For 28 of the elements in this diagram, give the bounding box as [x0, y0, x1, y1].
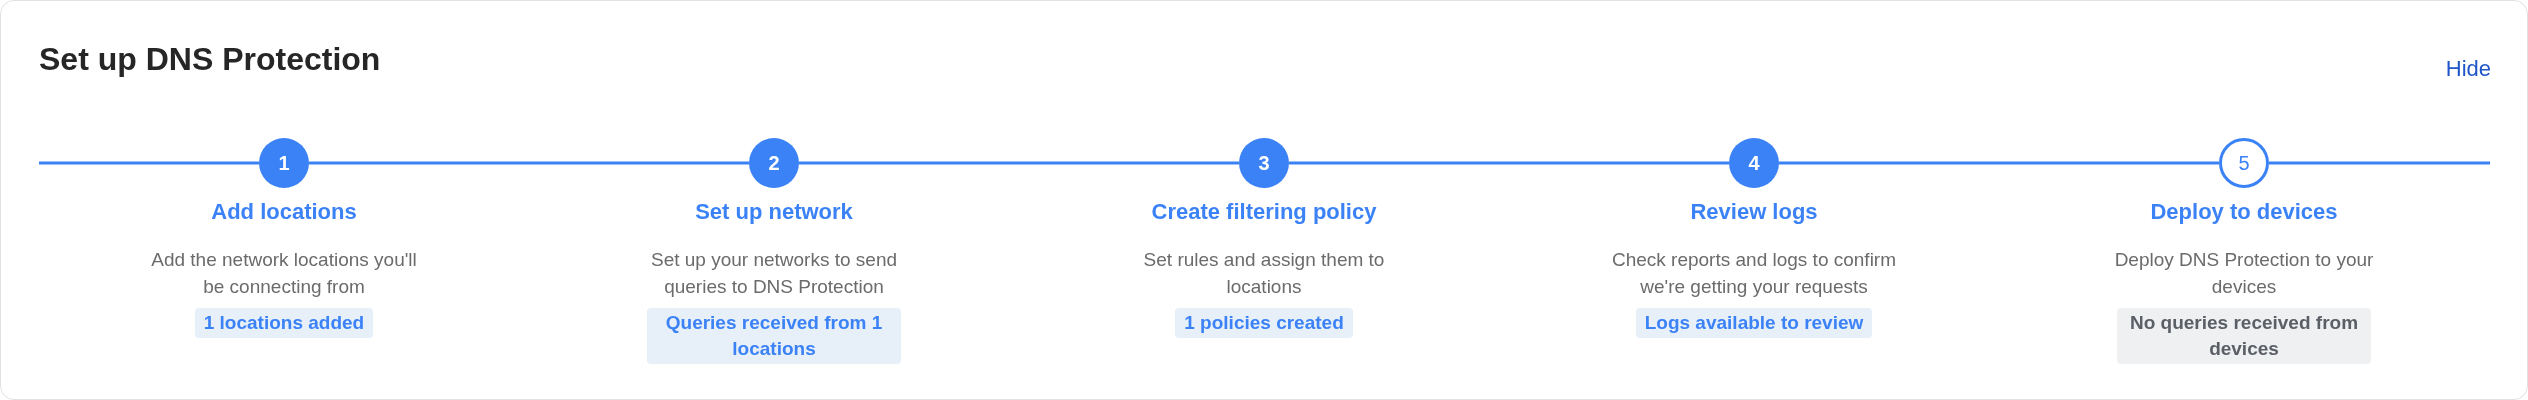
status-badge: No queries received from devices [2117, 308, 2371, 364]
step-number: 2 [768, 152, 780, 174]
step-number: 1 [278, 152, 290, 174]
connector-line [309, 161, 749, 165]
step-description: Check reports and logs to confirm we're getting your requests [1610, 248, 1898, 299]
step-description: Set rules and assign them to locations [1142, 248, 1386, 299]
step-number: 4 [1748, 152, 1760, 174]
connector-line [1289, 161, 1729, 165]
connector-line [1779, 161, 2219, 165]
step-description: Deploy DNS Protection to your devices [2113, 248, 2375, 299]
step-title: Review logs [1689, 199, 1819, 225]
connector-line [799, 161, 1239, 165]
page-title: Set up DNS Protection [39, 41, 381, 77]
step-title: Create filtering policy [1150, 199, 1378, 225]
step-title: Set up network [694, 199, 854, 225]
status-badge: Queries received from 1 locations [647, 308, 901, 364]
step-number: 5 [2238, 152, 2250, 174]
status-badge: Logs available to review [1635, 308, 1873, 338]
connector-line [39, 161, 259, 165]
status-badge: 1 policies created [1175, 308, 1353, 338]
step-description: Add the network locations you'll be connecting from [150, 248, 418, 299]
connector-line [2269, 161, 2490, 165]
step-description: Set up your networks to send queries to DNS Protection [649, 248, 899, 299]
step-title: Add locations [210, 199, 358, 225]
step-number: 3 [1258, 152, 1270, 174]
status-badge: 1 locations added [194, 308, 374, 338]
step-title: Deploy to devices [2149, 199, 2339, 225]
hide-link: Hide [2445, 56, 2491, 82]
